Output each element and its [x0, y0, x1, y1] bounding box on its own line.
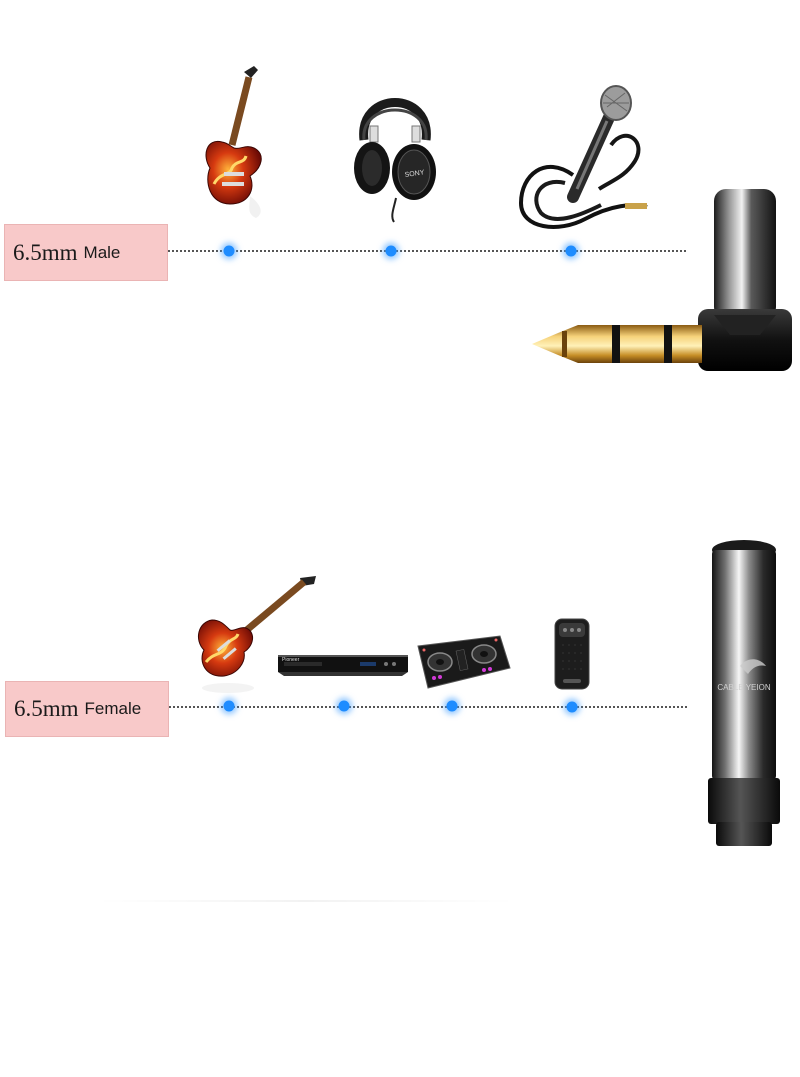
shadow-divider	[96, 900, 516, 902]
male-label: 6.5mm Male	[4, 224, 168, 281]
female-dot-guitar	[223, 700, 235, 712]
guitar-icon	[205, 66, 262, 218]
male-right-angle-adapter	[532, 189, 792, 371]
female-label-size: 6.5mm	[14, 696, 79, 721]
female-label-type: Female	[84, 699, 142, 718]
dvd-player-icon: Pioneer	[278, 655, 408, 676]
headphones-icon: SONY	[354, 98, 436, 223]
headphones-brand: SONY	[404, 169, 425, 179]
dj-controller-icon	[417, 635, 511, 689]
adapter-brand: CABLE YEION	[717, 683, 770, 692]
male-dot-guitar	[223, 245, 235, 257]
male-label-size: 6.5mm	[13, 239, 78, 265]
female-dot-dvd	[338, 700, 350, 712]
speaker-icon	[554, 618, 590, 690]
microphone-icon	[518, 85, 648, 229]
female-jack-adapter: CABLE YEION	[708, 540, 780, 846]
male-label-type: Male	[83, 242, 121, 262]
female-label: 6.5mm Female	[5, 681, 169, 737]
female-dot-dj	[446, 700, 458, 712]
female-dot-speaker	[566, 701, 578, 713]
male-dot-headphones	[385, 245, 397, 257]
male-dot-microphone	[565, 245, 577, 257]
dvd-brand: Pioneer	[282, 657, 300, 663]
female-connector-line	[169, 706, 687, 708]
guitar-icon	[197, 576, 316, 693]
male-connector-line	[168, 250, 686, 252]
